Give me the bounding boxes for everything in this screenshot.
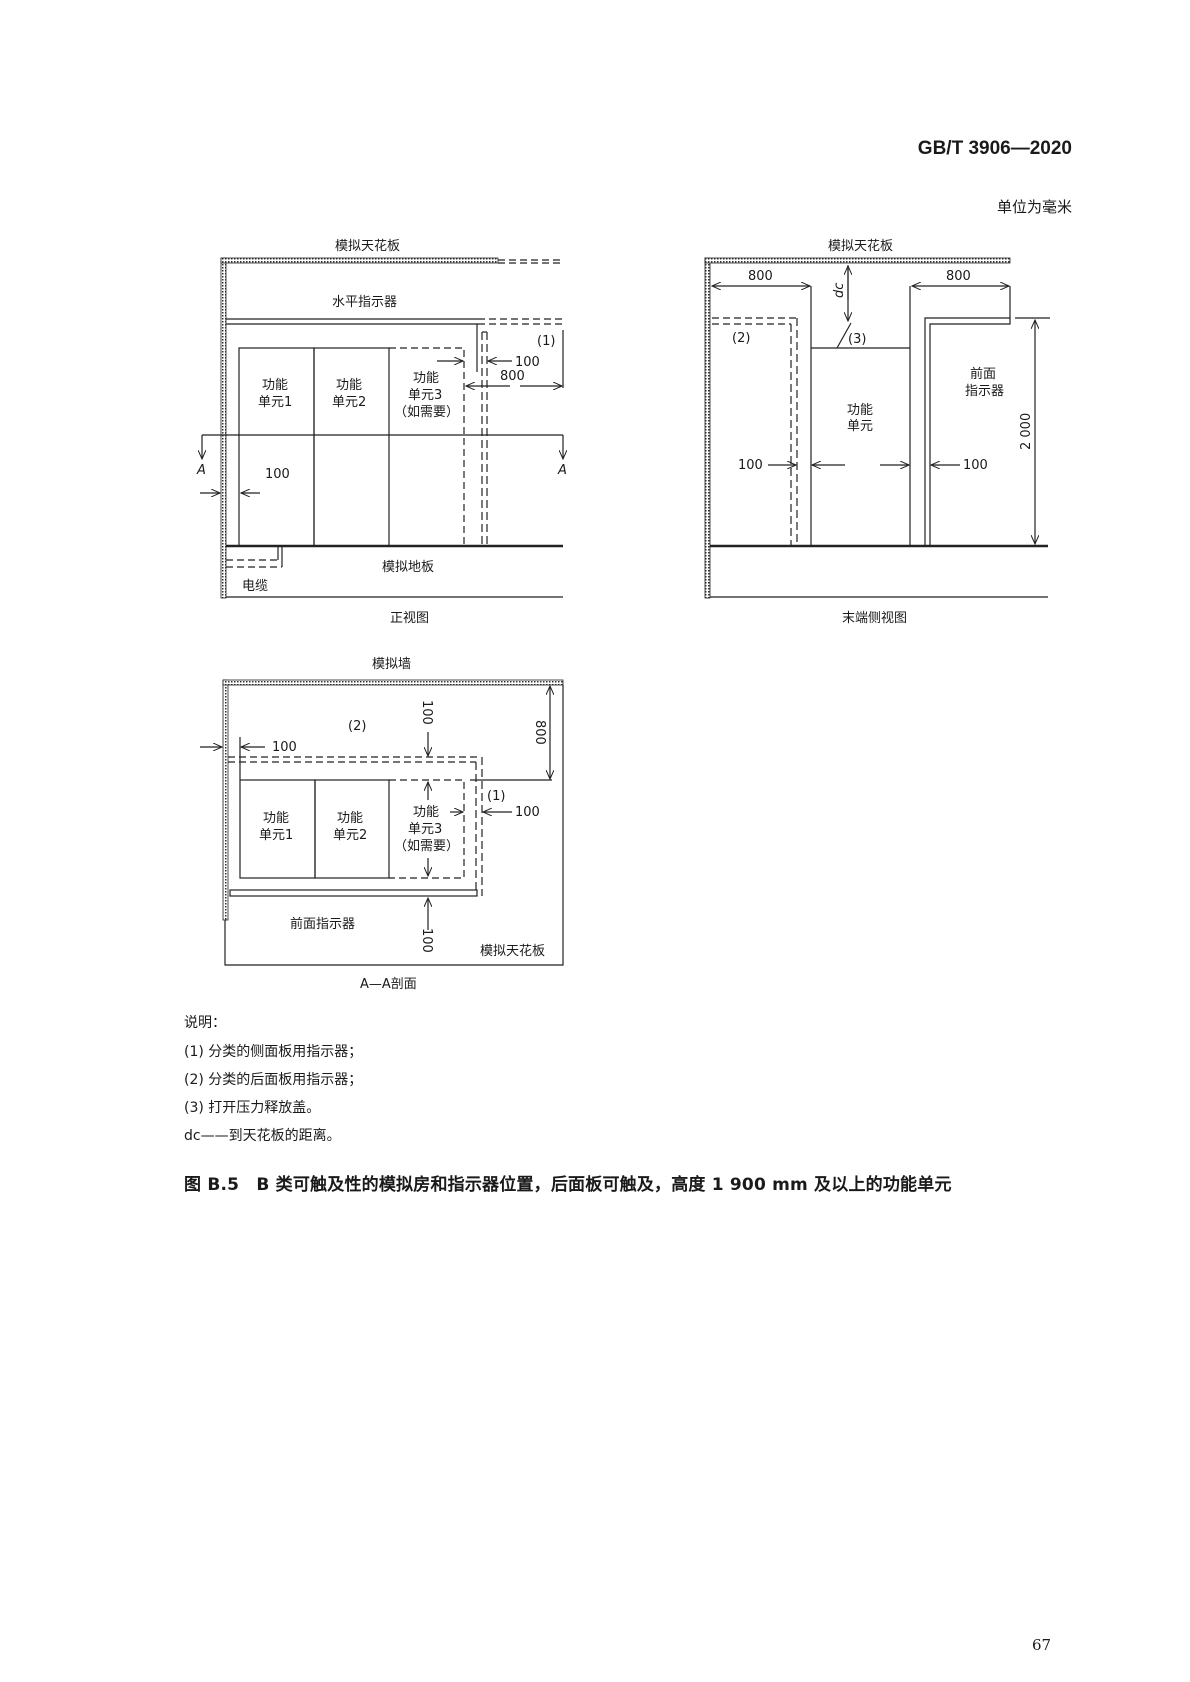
legend-item: (2) 分类的后面板用指示器； bbox=[184, 1072, 363, 1088]
front-unit3-line2: 单元3 bbox=[408, 388, 442, 403]
side-dim-800-right: 800 bbox=[946, 269, 971, 284]
standard-number: GB/T 3906—2020 bbox=[917, 138, 1072, 159]
section-dim-100-bottom: 100 bbox=[419, 928, 434, 953]
front-dim-800: 800 bbox=[500, 369, 525, 384]
front-floor-label: 模拟地板 bbox=[382, 560, 434, 575]
unit-note: 单位为毫米 bbox=[996, 198, 1072, 216]
section-dim-800: 800 bbox=[532, 720, 547, 745]
legend-title: 说明： bbox=[184, 1015, 226, 1031]
front-label-1: (1) bbox=[537, 334, 555, 349]
side-dim-800-left: 800 bbox=[748, 269, 773, 284]
section-mark-a-right: A bbox=[557, 463, 567, 478]
front-ceiling-label: 模拟天花板 bbox=[335, 238, 400, 254]
section-label-2: (2) bbox=[348, 719, 366, 734]
front-unit3-line1: 功能 bbox=[413, 371, 439, 386]
front-unit1-line1: 功能 bbox=[262, 378, 288, 393]
legend-item: dc——到天花板的距离。 bbox=[184, 1128, 341, 1144]
side-ceiling-label: 模拟天花板 bbox=[828, 238, 893, 254]
front-unit3-line3: （如需要） bbox=[394, 404, 459, 420]
section-label-1: (1) bbox=[487, 789, 505, 804]
side-dim-100-left: 100 bbox=[738, 458, 763, 473]
side-unit-line1: 功能 bbox=[847, 403, 873, 418]
front-view-caption: 正视图 bbox=[390, 611, 429, 626]
front-unit2-line2: 单元2 bbox=[332, 395, 366, 410]
side-view-caption: 末端侧视图 bbox=[842, 611, 907, 626]
page-number: 67 bbox=[1032, 1636, 1052, 1654]
front-ceiling bbox=[220, 257, 499, 264]
section-mark-a-left: A bbox=[196, 463, 206, 478]
side-dim-2000: 2 000 bbox=[1019, 413, 1034, 450]
section-dim-100-right: 100 bbox=[515, 805, 540, 820]
cable-label: 电缆 bbox=[242, 578, 268, 594]
section-view-caption: A—A剖面 bbox=[360, 977, 417, 992]
section-unit1-line1: 功能 bbox=[263, 811, 289, 826]
section-dim-100-top: 100 bbox=[419, 700, 434, 725]
section-unit2-line1: 功能 bbox=[337, 811, 363, 826]
legend-item: (3) 打开压力释放盖。 bbox=[184, 1100, 321, 1116]
section-wall-label: 模拟墙 bbox=[372, 657, 411, 672]
front-wall bbox=[220, 257, 227, 599]
section-dim-100-left: 100 bbox=[272, 740, 297, 755]
side-label-2: (2) bbox=[732, 331, 750, 346]
horizontal-indicator-label: 水平指示器 bbox=[332, 295, 397, 310]
front-dim-100-left: 100 bbox=[265, 467, 290, 482]
legend-item: (1) 分类的侧面板用指示器； bbox=[184, 1044, 363, 1060]
side-view: 模拟天花板 800 dc (3) (2) 功能 单元 800 前面 指示器 2 … bbox=[704, 238, 1050, 626]
side-front-indicator-line1: 前面 bbox=[970, 366, 996, 382]
front-unit1-line2: 单元1 bbox=[258, 395, 292, 410]
front-unit2-line1: 功能 bbox=[336, 378, 362, 393]
section-unit3-line3: （如需要） bbox=[394, 838, 459, 854]
dc-label: dc bbox=[832, 283, 847, 298]
section-unit3-line1: 功能 bbox=[413, 805, 439, 820]
side-dim-100-right: 100 bbox=[963, 458, 988, 473]
front-dim-100-top: 100 bbox=[515, 355, 540, 370]
front-view: 模拟天花板 水平指示器 功能 单元1 功能 单元2 功能 单元3 （如需要） (… bbox=[196, 238, 567, 626]
figure-caption: 图 B.5 B 类可触及性的模拟房和指示器位置，后面板可触及，高度 1 900 … bbox=[184, 1175, 952, 1195]
side-unit-line2: 单元 bbox=[847, 419, 873, 434]
side-front-indicator-line2: 指示器 bbox=[965, 384, 1004, 399]
side-label-3: (3) bbox=[848, 332, 866, 347]
section-unit1-line2: 单元1 bbox=[259, 828, 293, 843]
section-view: 模拟墙 (2) 100 800 100 功能 单元1 功能 单元2 功能 单元3… bbox=[200, 657, 564, 992]
section-front-indicator-label: 前面指示器 bbox=[290, 916, 355, 932]
section-unit2-line2: 单元2 bbox=[333, 828, 367, 843]
section-ceiling-label: 模拟天花板 bbox=[480, 943, 545, 959]
section-front-indicator bbox=[229, 889, 478, 897]
section-unit3-line2: 单元3 bbox=[408, 822, 442, 837]
